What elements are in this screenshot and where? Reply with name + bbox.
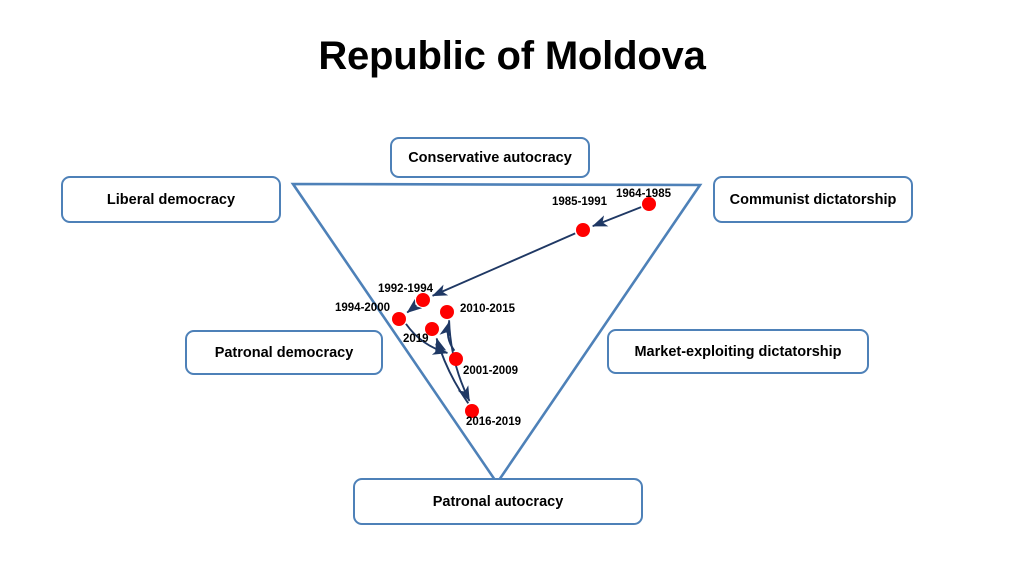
- regime-box-conservative-autocracy[interactable]: Conservative autocracy: [390, 137, 590, 178]
- regime-box-label: Patronal democracy: [214, 344, 354, 361]
- regime-box-label: Patronal autocracy: [432, 493, 564, 510]
- regime-triangle-outline: [290, 182, 703, 486]
- regime-box-communist-dictatorship[interactable]: Communist dictatorship: [713, 176, 913, 223]
- period-label: 2016-2019: [466, 416, 521, 428]
- transition-arrow: [592, 206, 642, 228]
- period-label: 1985-1991: [552, 196, 607, 208]
- period-label: 1992-1994: [378, 283, 433, 295]
- period-label: 1964-1985: [616, 188, 671, 200]
- period-label: 2019: [403, 333, 429, 345]
- regime-box-label: Conservative autocracy: [408, 149, 572, 166]
- data-point: [576, 223, 590, 237]
- period-label: 1994-2000: [335, 302, 390, 314]
- data-point: [392, 312, 406, 326]
- data-point: [642, 197, 656, 211]
- transition-arrow: [435, 337, 470, 404]
- regime-box-label: Market-exploiting dictatorship: [634, 343, 842, 360]
- regime-box-label: Liberal democracy: [106, 191, 236, 208]
- period-label: 2001-2009: [463, 365, 518, 377]
- page-title: Republic of Moldova: [318, 34, 706, 78]
- regime-box-liberal-democracy[interactable]: Liberal democracy: [61, 176, 281, 223]
- regime-box-label: Communist dictatorship: [729, 191, 897, 208]
- data-point: [465, 404, 479, 418]
- data-point: [425, 322, 439, 336]
- regime-box-patronal-autocracy[interactable]: Patronal autocracy: [353, 478, 643, 525]
- data-point: [416, 293, 430, 307]
- transition-arrow-layer: [405, 206, 642, 404]
- period-label: 2010-2015: [460, 303, 515, 315]
- regime-box-market-exploiting-dictatorship[interactable]: Market-exploiting dictatorship: [607, 329, 869, 374]
- transition-arrow: [406, 298, 423, 314]
- transition-arrow: [431, 232, 576, 297]
- data-point-layer: [392, 197, 656, 418]
- data-point: [440, 305, 454, 319]
- data-point: [449, 352, 463, 366]
- regime-box-patronal-democracy[interactable]: Patronal democracy: [185, 330, 383, 375]
